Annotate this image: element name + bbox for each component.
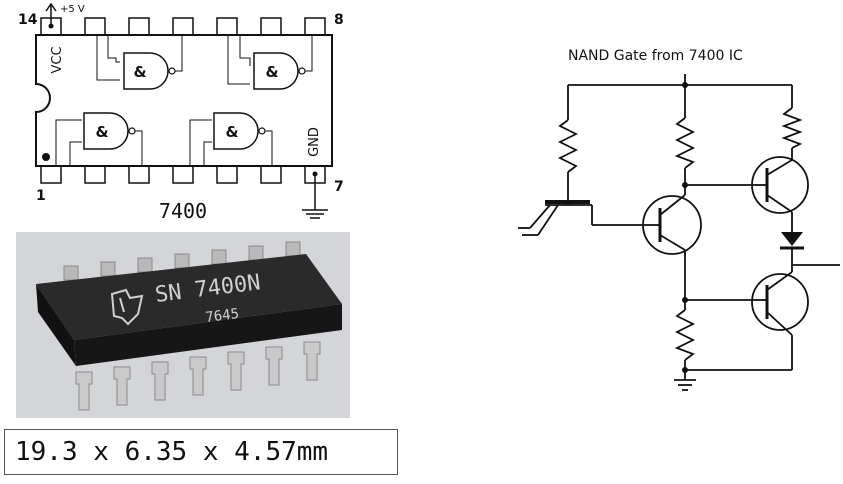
pinout-diagram: & & & & VCC GND +5 V 14 8 1 7 7400 <box>18 2 344 223</box>
nand-gate-2: & <box>253 52 306 90</box>
junction-dots <box>682 82 688 373</box>
nand-gate-1: & <box>123 52 176 90</box>
gate-symbol: & <box>265 63 278 81</box>
resistor-left <box>557 119 579 173</box>
nand-schematic: NAND Gate from 7400 IC <box>518 48 840 391</box>
transistor-upper-output <box>751 156 809 214</box>
pin-8-label: 8 <box>334 12 344 28</box>
ti-logo <box>110 288 144 326</box>
date-code: 7645 <box>205 306 240 326</box>
dimensions-box: 19.3 x 6.35 x 4.57mm <box>4 429 398 475</box>
resistor-right <box>781 107 803 149</box>
pin-1-label: 1 <box>36 188 46 204</box>
nand-gate-3: & <box>83 112 136 150</box>
chip-body-top <box>36 254 342 340</box>
pin-7-label: 7 <box>334 179 344 195</box>
nand-gate-4: & <box>213 112 266 150</box>
gate-symbol: & <box>133 63 146 81</box>
transistor-phase-splitter <box>642 194 702 255</box>
schematic-ground <box>674 379 696 391</box>
resistor-middle <box>674 117 696 169</box>
gate-symbol: & <box>225 123 238 141</box>
top-pins <box>40 17 326 36</box>
supply-arrow <box>45 2 57 26</box>
pin7-node <box>312 171 318 177</box>
ground-symbol <box>302 174 328 219</box>
chip-label: 7400 <box>159 199 207 223</box>
transistor-lower-output <box>751 271 809 336</box>
dimensions-text: 19.3 x 6.35 x 4.57mm <box>15 437 329 467</box>
vcc-label: VCC <box>50 46 65 73</box>
pin1-dot <box>42 153 50 161</box>
diode <box>780 232 804 250</box>
supply-label: +5 V <box>60 4 85 15</box>
front-leads <box>75 341 321 411</box>
chip-body-front <box>74 304 342 366</box>
bottom-pins <box>40 165 326 184</box>
internal-wiring <box>55 35 313 166</box>
pin-14-label: 14 <box>18 12 38 28</box>
gate-symbol: & <box>95 123 108 141</box>
resistor-bottom <box>674 309 696 361</box>
pin14-node <box>48 23 54 29</box>
chip-photo-drawing: SN 7400N 7645 <box>36 241 342 411</box>
chip-body-side <box>36 284 76 366</box>
gnd-label: GND <box>307 127 322 157</box>
chip-photo: SN 7400N 7645 <box>16 232 350 418</box>
back-leads <box>63 241 301 281</box>
schematic-title: NAND Gate from 7400 IC <box>568 48 743 64</box>
